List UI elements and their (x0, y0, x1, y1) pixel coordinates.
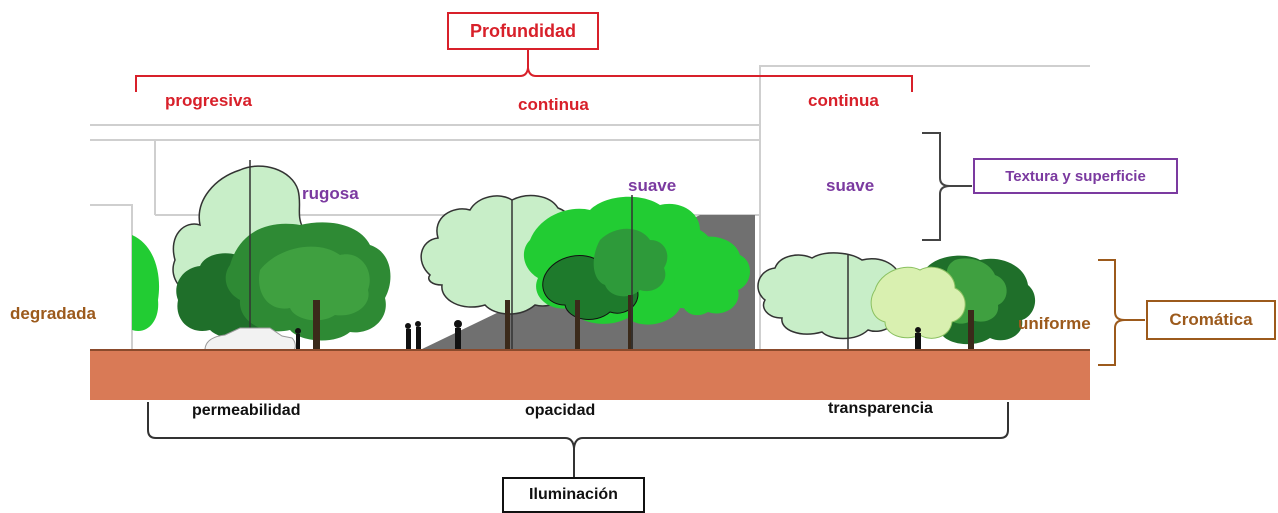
depth-label-continua-center: continua (518, 95, 589, 114)
lighting-label-transparencia: transparencia (828, 400, 933, 417)
depth-label-progresiva: progresiva (165, 91, 252, 110)
texture-title-box: Textura y superficie (973, 158, 1178, 194)
texture-title: Textura y superficie (1005, 167, 1146, 185)
lighting-label-permeabilidad: permeabilidad (192, 402, 301, 419)
depth-title: Profundidad (470, 20, 576, 41)
chromatic-label-degradada: degradada (10, 304, 96, 323)
lighting-title: Iluminación (529, 486, 618, 503)
chromatic-label-uniforme: uniforme (1018, 314, 1091, 333)
texture-label-rugosa: rugosa (302, 184, 359, 203)
tree-group-left (172, 160, 391, 350)
depth-bracket (135, 67, 913, 92)
texture-bracket (922, 132, 972, 241)
ground-strip (90, 350, 1090, 400)
tree-group-center (420, 194, 750, 350)
pedestrians (295, 320, 921, 350)
texture-label-suave-right: suave (826, 176, 875, 195)
chromatic-title-box: Cromática (1146, 300, 1276, 340)
depth-title-box: Profundidad (447, 12, 599, 50)
lighting-label-opacidad: opacidad (525, 402, 596, 419)
chromatic-title: Cromática (1169, 310, 1253, 329)
texture-label-suave-center: suave (628, 176, 677, 195)
chromatic-bracket (1098, 259, 1145, 366)
lighting-title-box: Iluminación (502, 477, 645, 513)
depth-label-continua-right: continua (808, 91, 879, 110)
tree-group-right (757, 252, 1036, 350)
car-outline (204, 327, 296, 351)
edge-tree-left (132, 235, 160, 331)
